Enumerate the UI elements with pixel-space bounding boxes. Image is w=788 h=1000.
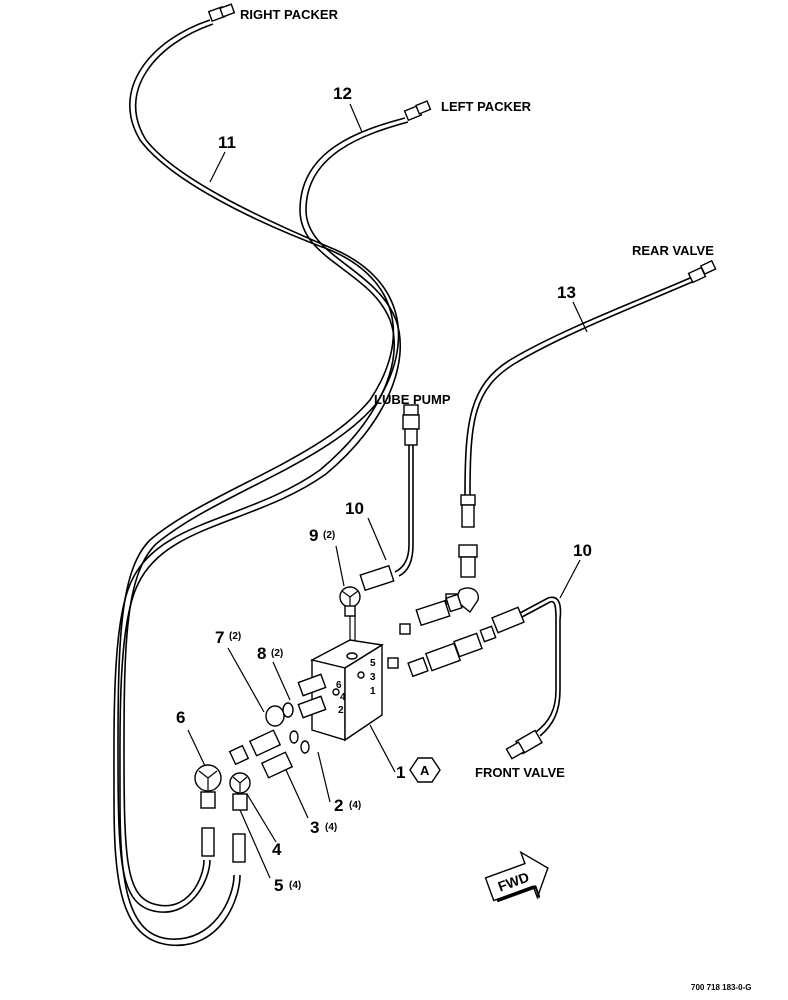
callout-2-qty: (4) bbox=[349, 800, 361, 811]
front-valve-label: FRONT VALVE bbox=[475, 765, 565, 780]
front-valve-fitting bbox=[505, 729, 543, 760]
callout-2: 2 bbox=[334, 796, 343, 815]
block-port-2: 2 bbox=[338, 705, 344, 716]
callout-1: 1 bbox=[396, 763, 405, 782]
right-packer-label: RIGHT PACKER bbox=[240, 7, 339, 22]
block-right-fittings bbox=[387, 593, 525, 678]
callout-3-qty: (4) bbox=[325, 822, 337, 833]
block-left-fittings bbox=[228, 673, 327, 779]
block-port-6: 6 bbox=[336, 680, 342, 691]
rear-line-fittings bbox=[445, 494, 479, 614]
callout-11: 11 bbox=[218, 133, 236, 152]
callout-7-qty: (2) bbox=[229, 631, 241, 642]
fwd-arrow: FWD bbox=[484, 850, 549, 903]
callout-8: 8 bbox=[257, 644, 266, 663]
callout-8-qty: (2) bbox=[271, 648, 283, 659]
drawing-number: 700 718 183-0-G bbox=[691, 983, 752, 992]
callout-7: 7 bbox=[215, 628, 224, 647]
callout-9-qty: (2) bbox=[323, 530, 335, 541]
tee-fitting-9 bbox=[339, 564, 395, 617]
callout-6: 6 bbox=[176, 708, 185, 727]
right-packer-fitting bbox=[207, 3, 236, 22]
tube-10-front-valve bbox=[519, 596, 562, 737]
callout-4: 4 bbox=[272, 840, 282, 859]
tube-11-right-packer bbox=[117, 19, 400, 913]
lube-pump-fitting bbox=[402, 404, 420, 446]
left-packer-label: LEFT PACKER bbox=[441, 99, 532, 114]
block-port-4: 4 bbox=[340, 692, 346, 703]
block-port-1: 1 bbox=[370, 686, 376, 697]
callout-9: 9 bbox=[309, 526, 318, 545]
callout-5-qty: (4) bbox=[289, 880, 301, 891]
tee-fitting-4 bbox=[229, 772, 251, 863]
block-port-3: 3 bbox=[370, 672, 376, 683]
callout-5: 5 bbox=[274, 876, 283, 895]
callout-13: 13 bbox=[557, 283, 576, 302]
tube-10-lube-pump bbox=[394, 445, 414, 577]
block-port-5: 5 bbox=[370, 658, 376, 669]
callout-10-lube: 10 bbox=[345, 499, 364, 518]
tube-13-rear-valve bbox=[464, 274, 700, 496]
leader-lines bbox=[187, 103, 588, 879]
callout-3: 3 bbox=[310, 818, 319, 837]
lube-pump-label: LUBE PUMP bbox=[374, 392, 451, 407]
note-a-hexagon bbox=[409, 757, 441, 783]
callout-1-flag: A bbox=[420, 763, 430, 778]
callout-12: 12 bbox=[333, 84, 352, 103]
callout-10-front: 10 bbox=[573, 541, 592, 560]
rear-valve-fitting bbox=[687, 259, 717, 284]
tee-fitting-6 bbox=[194, 764, 222, 857]
rear-valve-label: REAR VALVE bbox=[632, 243, 714, 258]
tube-12-left-packer bbox=[113, 117, 409, 946]
left-packer-fitting bbox=[403, 100, 432, 122]
